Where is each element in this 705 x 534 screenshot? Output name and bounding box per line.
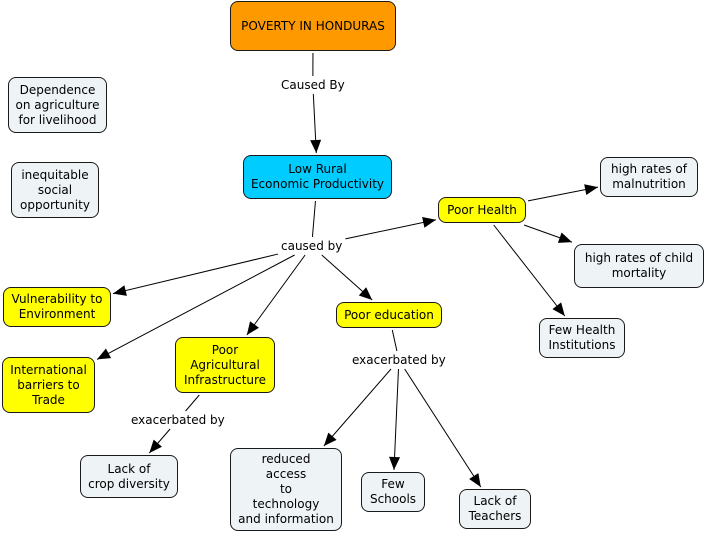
concept-label: Dependence on agriculture for livelihood bbox=[15, 82, 100, 127]
concept-poor-agricultural-infrastructure[interactable]: Poor Agricultural Infrastructure bbox=[175, 337, 275, 393]
arrowhead-icon bbox=[422, 217, 436, 228]
arrowhead-icon bbox=[389, 456, 401, 470]
arrowhead-icon bbox=[246, 321, 259, 335]
arrowhead-icon bbox=[113, 285, 127, 296]
connection-poored-to-exacerbated2 bbox=[391, 329, 398, 352]
arrowhead-icon bbox=[97, 348, 112, 360]
concept-label: Few Health Institutions bbox=[548, 323, 616, 352]
connection-exacerbated2-to-lackteachers bbox=[404, 368, 482, 488]
concept-lack-of-teachers[interactable]: Lack of Teachers bbox=[459, 489, 531, 529]
concept-label: high rates of child mortality bbox=[584, 251, 694, 280]
concept-label: Lack of crop diversity bbox=[88, 461, 170, 491]
arrowhead-icon bbox=[310, 139, 322, 153]
concept-label: Few Schools bbox=[369, 477, 417, 506]
concept-international-barriers-to-trade[interactable]: International barriers to Trade bbox=[2, 357, 95, 413]
connection-causedBy2-to-pooragri bbox=[246, 254, 306, 336]
concept-label: Lack of Teachers bbox=[468, 494, 522, 523]
arrowhead-icon bbox=[323, 432, 337, 446]
concept-poor-health[interactable]: Poor Health bbox=[438, 197, 526, 223]
concept-label: POVERTY IN HONDURAS bbox=[241, 18, 385, 33]
concept-label: inequitable social opportunity bbox=[20, 167, 90, 212]
connection-causedBy2-to-international bbox=[96, 254, 295, 360]
concept-low-rural-economic-productivity[interactable]: Low Rural Economic Productivity bbox=[243, 155, 392, 199]
concept-label: high rates of malnutrition bbox=[611, 162, 687, 191]
concept-label: International barriers to Trade bbox=[10, 362, 87, 407]
linking-phrase-caused-by-2[interactable]: caused by bbox=[280, 239, 344, 253]
connection-causedBy2-to-vulnerability bbox=[112, 253, 279, 295]
connection-exacerbated2-to-fewschools bbox=[393, 368, 399, 471]
concept-inequitable-social-opportunity[interactable]: inequitable social opportunity bbox=[11, 162, 99, 218]
concept-few-health-institutions[interactable]: Few Health Institutions bbox=[539, 318, 625, 358]
concept-poor-education[interactable]: Poor education bbox=[336, 302, 442, 328]
concept-lack-of-crop-diversity[interactable]: Lack of crop diversity bbox=[80, 455, 178, 498]
connection-poorhealth-to-fewhealth bbox=[493, 224, 566, 317]
arrowhead-icon bbox=[557, 232, 572, 243]
arrowhead-icon bbox=[552, 302, 565, 316]
concept-vulnerability-to-environment[interactable]: Vulnerability to Environment bbox=[3, 287, 111, 327]
concept-label: Poor Health bbox=[447, 202, 517, 217]
arrowhead-icon bbox=[149, 439, 162, 453]
linking-phrase-caused-by-1[interactable]: Caused By bbox=[280, 78, 346, 92]
connection-pooragri-to-exacerbated1 bbox=[185, 394, 200, 412]
arrowhead-icon bbox=[358, 287, 373, 300]
arrowhead-icon bbox=[584, 184, 598, 195]
concept-label: reduced access to technology and informa… bbox=[238, 452, 334, 526]
concept-label: Low Rural Economic Productivity bbox=[250, 162, 385, 191]
connection-lowrural-to-causedBy2 bbox=[311, 200, 316, 238]
concept-few-schools[interactable]: Few Schools bbox=[361, 472, 425, 512]
concept-label: Poor education bbox=[344, 307, 434, 322]
concept-high-rates-of-malnutrition[interactable]: high rates of malnutrition bbox=[600, 157, 698, 197]
concept-reduced-access-to-technology[interactable]: reduced access to technology and informa… bbox=[230, 448, 342, 531]
concept-label: Poor Agricultural Infrastructure bbox=[183, 342, 267, 387]
arrowhead-icon bbox=[469, 473, 481, 487]
linking-phrase-exacerbated-by-1[interactable]: exacerbated by bbox=[130, 413, 226, 427]
concept-high-rates-of-child-mortality[interactable]: high rates of child mortality bbox=[574, 244, 704, 288]
connection-causedBy2-to-poorhealth bbox=[345, 219, 437, 240]
concept-poverty-in-honduras[interactable]: POVERTY IN HONDURAS bbox=[230, 1, 396, 51]
linking-phrase-exacerbated-by-2[interactable]: exacerbated by bbox=[351, 353, 447, 367]
concept-dependence-on-agriculture[interactable]: Dependence on agriculture for livelihood bbox=[8, 77, 107, 133]
connection-exacerbated2-to-reducedaccess bbox=[323, 368, 392, 447]
concept-label: Vulnerability to Environment bbox=[11, 292, 103, 321]
